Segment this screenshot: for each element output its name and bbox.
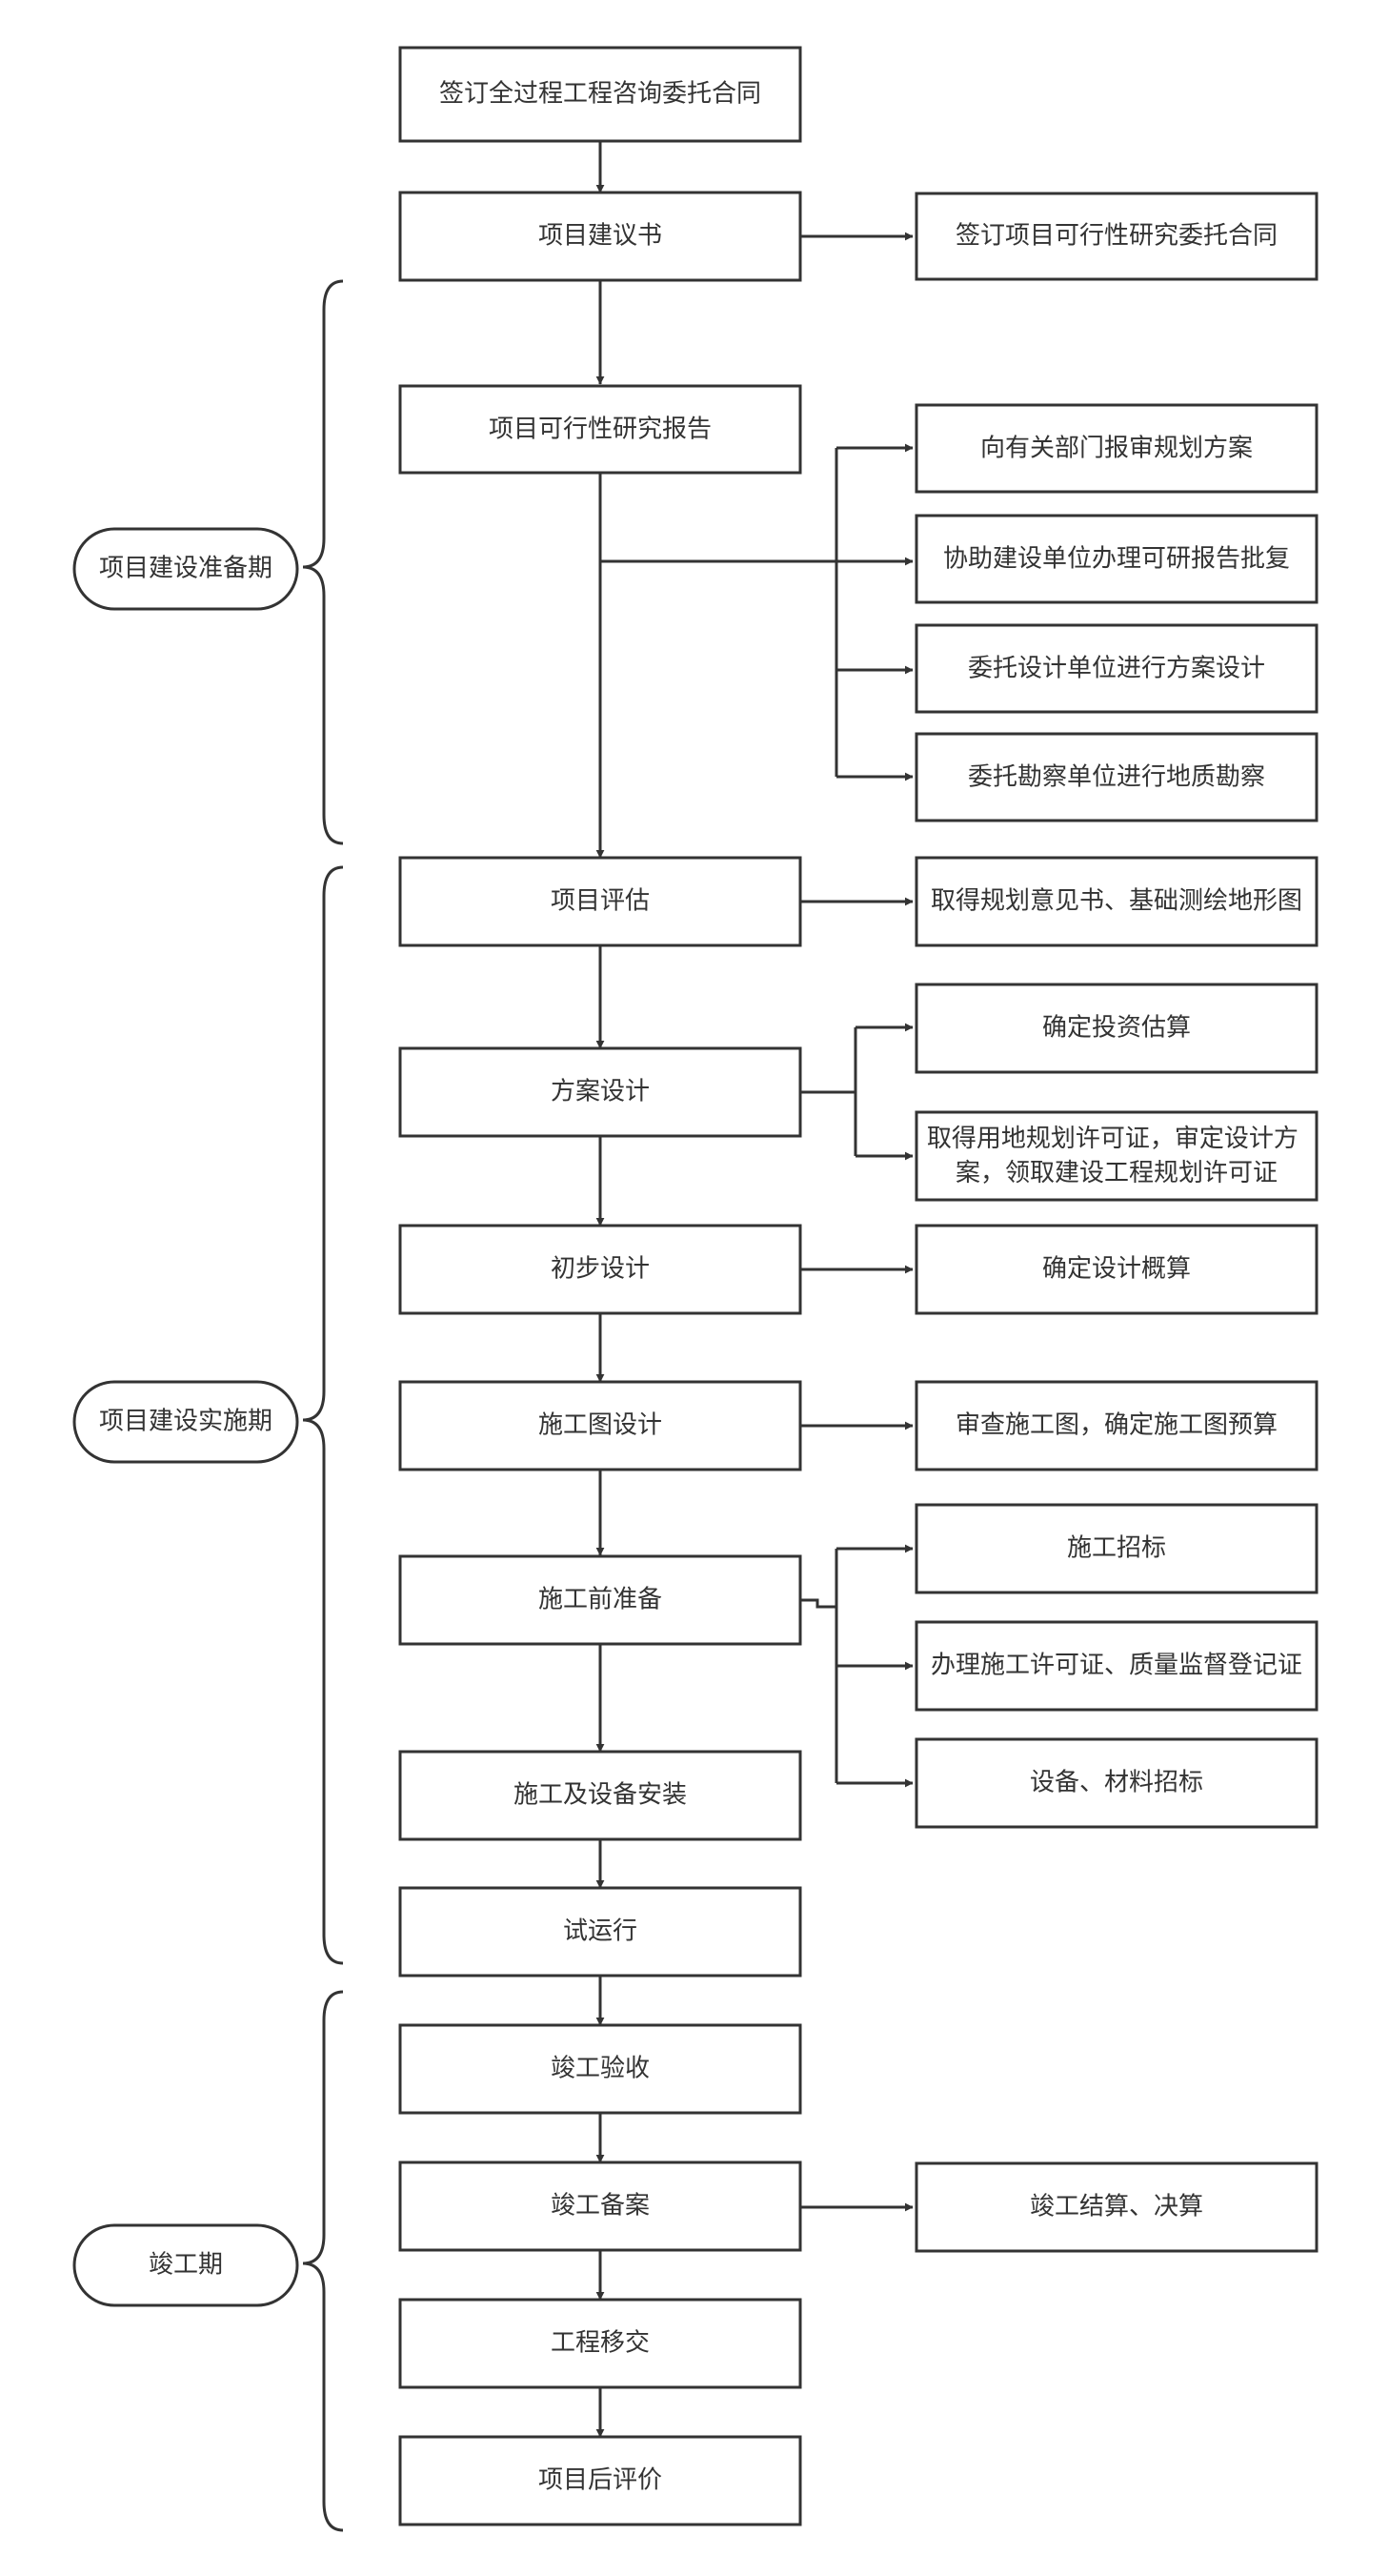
phase-completion-label: 竣工期	[149, 2251, 223, 2280]
node-trial-run-label: 试运行	[563, 1917, 637, 1946]
node-settlement-label: 竣工结算、决算	[1030, 2193, 1203, 2221]
node-sign-contract: 签订全过程工程咨询委托合同	[398, 46, 802, 143]
node-construction-drawing-label: 施工图设计	[538, 1411, 662, 1440]
node-sign-feasibility-label: 签订项目可行性研究委托合同	[956, 222, 1278, 251]
node-construction-bidding-label: 施工招标	[1067, 1534, 1166, 1563]
node-land-permit-line-2: 案，领取建设工程规划许可证	[956, 1159, 1278, 1187]
node-entrust-survey: 委托勘察单位进行地质勘察	[915, 732, 1319, 822]
node-handover-label: 工程移交	[551, 2329, 650, 2358]
brace-completion	[302, 1990, 344, 2532]
node-land-permit-label: 取得用地规划许可证，审定设计方 案，领取建设工程规划许可证	[927, 1125, 1306, 1187]
node-acceptance: 竣工验收	[398, 2023, 802, 2115]
brace-implementation	[302, 865, 344, 1965]
node-scheme-design-label: 方案设计	[551, 1078, 650, 1106]
node-scheme-design: 方案设计	[398, 1046, 802, 1138]
node-feasibility-report: 项目可行性研究报告	[398, 384, 802, 475]
node-investment-estimate-label: 确定投资估算	[1042, 1014, 1191, 1043]
node-planning-opinion: 取得规划意见书、基础测绘地形图	[915, 856, 1319, 947]
brace-preparation	[302, 279, 344, 845]
node-permits-label: 办理施工许可证、质量监督登记证	[931, 1652, 1302, 1680]
node-entrust-survey-label: 委托勘察单位进行地质勘察	[968, 763, 1265, 792]
node-land-permit: 取得用地规划许可证，审定设计方 案，领取建设工程规划许可证	[915, 1110, 1319, 1202]
node-review-drawing: 审查施工图，确定施工图预算	[915, 1380, 1319, 1471]
node-preliminary-design: 初步设计	[398, 1224, 802, 1315]
node-review-drawing-label: 审查施工图，确定施工图预算	[956, 1411, 1278, 1440]
edges	[595, 141, 914, 2438]
node-submit-plan: 向有关部门报审规划方案	[915, 403, 1319, 494]
phase-preparation: 项目建设准备期	[72, 527, 299, 611]
node-sign-contract-label: 签订全过程工程咨询委托合同	[439, 80, 761, 109]
phase-braces	[302, 279, 344, 2532]
node-planning-opinion-label: 取得规划意见书、基础测绘地形图	[931, 887, 1302, 916]
node-construction-bidding: 施工招标	[915, 1503, 1319, 1594]
phase-implementation: 项目建设实施期	[72, 1380, 299, 1464]
node-installation-label: 施工及设备安装	[513, 1781, 687, 1810]
edge-pre-trunk	[800, 1598, 836, 1609]
node-settlement: 竣工结算、决算	[915, 2161, 1319, 2253]
phase-completion: 竣工期	[72, 2223, 299, 2307]
phase-preparation-label: 项目建设准备期	[99, 555, 272, 583]
node-trial-run: 试运行	[398, 1886, 802, 1978]
node-proposal: 项目建议书	[398, 191, 802, 282]
node-post-evaluation-label: 项目后评价	[538, 2466, 662, 2495]
node-post-evaluation: 项目后评价	[398, 2435, 802, 2526]
node-submit-plan-label: 向有关部门报审规划方案	[980, 435, 1253, 463]
node-land-permit-line-1: 取得用地规划许可证，审定设计方	[927, 1125, 1298, 1153]
node-assist-approval: 协助建设单位办理可研报告批复	[915, 514, 1319, 604]
node-feasibility-report-label: 项目可行性研究报告	[489, 416, 712, 444]
node-installation: 施工及设备安装	[398, 1750, 802, 1841]
node-pre-construction: 施工前准备	[398, 1554, 802, 1646]
node-handover: 工程移交	[398, 2298, 802, 2389]
node-pre-construction-label: 施工前准备	[538, 1586, 662, 1614]
node-acceptance-label: 竣工验收	[551, 2055, 650, 2083]
node-investment-estimate: 确定投资估算	[915, 983, 1319, 1074]
phase-implementation-label: 项目建设实施期	[99, 1408, 272, 1436]
node-equipment-bidding-label: 设备、材料招标	[1030, 1769, 1203, 1797]
node-filing-label: 竣工备案	[551, 2192, 650, 2221]
node-proposal-label: 项目建议书	[538, 222, 662, 251]
node-design-budget-label: 确定设计概算	[1042, 1255, 1191, 1284]
node-evaluation-label: 项目评估	[551, 887, 650, 916]
node-sign-feasibility: 签订项目可行性研究委托合同	[915, 192, 1319, 281]
node-construction-drawing: 施工图设计	[398, 1380, 802, 1471]
node-filing: 竣工备案	[398, 2160, 802, 2252]
node-preliminary-design-label: 初步设计	[551, 1255, 650, 1284]
node-entrust-design-label: 委托设计单位进行方案设计	[968, 655, 1265, 683]
node-permits: 办理施工许可证、质量监督登记证	[915, 1620, 1319, 1712]
node-assist-approval-label: 协助建设单位办理可研报告批复	[943, 545, 1290, 574]
node-entrust-design: 委托设计单位进行方案设计	[915, 623, 1319, 714]
node-design-budget: 确定设计概算	[915, 1224, 1319, 1315]
node-evaluation: 项目评估	[398, 856, 802, 947]
node-equipment-bidding: 设备、材料招标	[915, 1737, 1319, 1829]
